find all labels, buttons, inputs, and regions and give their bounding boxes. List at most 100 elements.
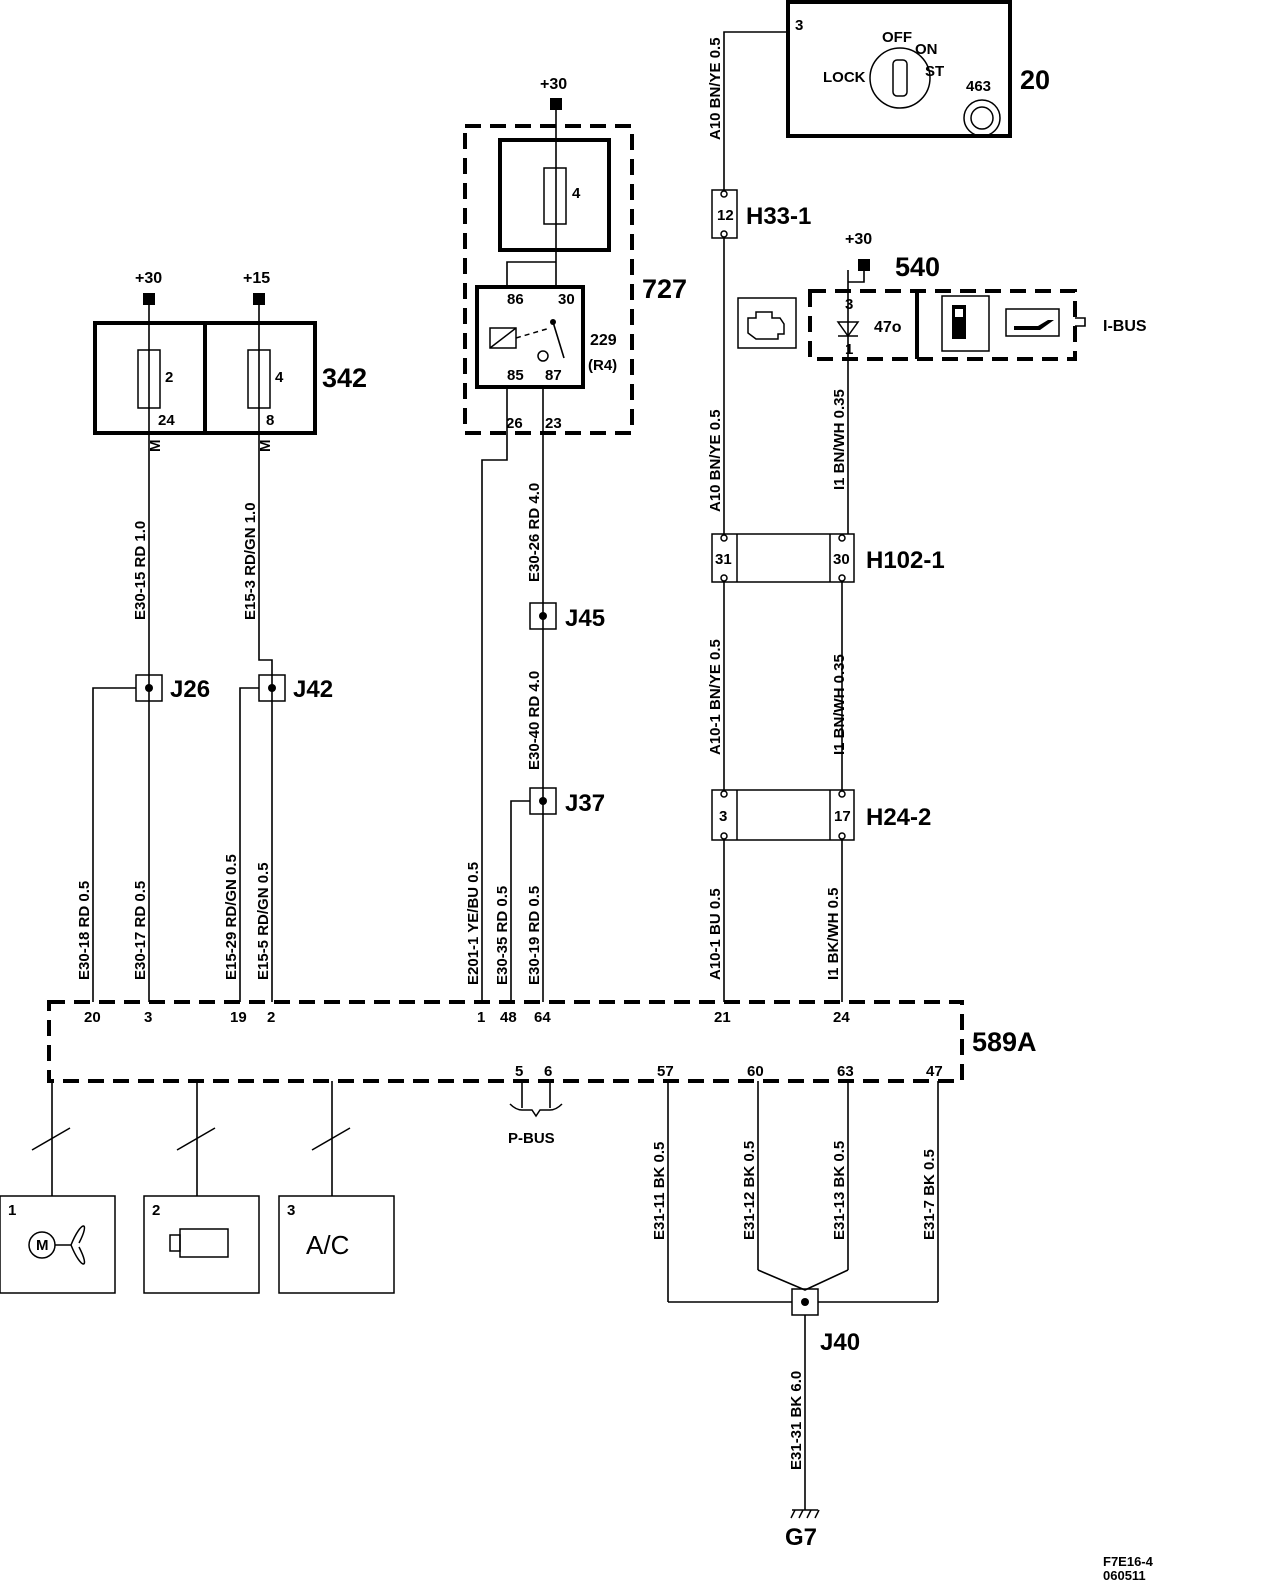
pin-label: 24	[158, 412, 175, 429]
relay-pin: 30	[558, 291, 575, 308]
pin-label: 1	[845, 341, 853, 358]
key-position-off: OFF	[882, 29, 912, 46]
wire-label: E31-13 BK 0.5	[831, 1141, 848, 1240]
supply-label: +30	[135, 270, 162, 287]
ignition-switch-20: 3 OFF ON LOCK ST 463 20	[723, 0, 1050, 190]
device-number: 1	[8, 1202, 16, 1219]
wire-label: E30-17 RD 0.5	[132, 881, 149, 980]
wire-label: E31-12 BK 0.5	[741, 1141, 758, 1240]
figure-date: 060511	[1103, 1568, 1146, 1583]
wire-label: E30-35 RD 0.5	[494, 886, 511, 985]
junction-j42: J42	[258, 674, 333, 703]
device-number: 3	[287, 1202, 295, 1219]
pin-label: 3	[719, 808, 727, 825]
component-589a-label: 589A	[972, 1027, 1037, 1057]
pin-label: 60	[747, 1063, 764, 1080]
actuator-device: 2	[143, 1195, 260, 1294]
pin-label: 48	[500, 1009, 517, 1026]
pin-label: 63	[837, 1063, 854, 1080]
wire-label: E201-1 YE/BU 0.5	[465, 862, 482, 985]
pin-label: 57	[657, 1063, 674, 1080]
pin-label: 3	[795, 17, 803, 34]
device-number: 2	[152, 1202, 160, 1219]
pin-label: 5	[515, 1063, 523, 1080]
relay-pin: 86	[507, 291, 524, 308]
component-20-label: 20	[1020, 65, 1050, 95]
pin-label: 17	[834, 808, 851, 825]
component-463-label: 463	[966, 78, 991, 95]
pin-label: 30	[833, 551, 850, 568]
connector-h33-1: 12 H33-1	[711, 189, 811, 239]
p-bus: P-BUS	[508, 1081, 563, 1147]
component-342-label: 342	[322, 363, 367, 393]
relay-229-sub: (R4)	[588, 357, 617, 374]
supply-terminal-15	[253, 293, 265, 305]
key-position-lock: LOCK	[823, 69, 866, 86]
fan-icon	[55, 1225, 86, 1265]
component-47o-label: 47o	[874, 319, 902, 336]
ground-g7-label: G7	[785, 1524, 817, 1551]
junction-j37-label: J37	[565, 790, 605, 817]
supply-label: +15	[243, 270, 270, 287]
pin-label: 2	[267, 1009, 275, 1026]
motor-label: M	[36, 1237, 49, 1254]
wire-label: E30-40 RD 4.0	[526, 671, 543, 770]
supply-label: +30	[845, 231, 872, 248]
pin-label: 24	[833, 1009, 850, 1026]
fuse-number: 4	[275, 369, 284, 386]
pin-label: M	[147, 440, 164, 453]
key-position-on: ON	[915, 41, 938, 58]
wire-label: A10-1 BU 0.5	[707, 888, 724, 980]
wire-label: I1 BK/WH 0.5	[825, 887, 842, 980]
pin-label: 8	[266, 412, 274, 429]
component-540-label: 540	[895, 252, 940, 282]
wire-label: E15-29 RD/GN 0.5	[223, 854, 240, 980]
wire-label: A10 BN/YE 0.5	[707, 409, 724, 512]
instrument-cluster-540: +30 3 1 47o 540 I-BUS	[737, 231, 1147, 361]
oil-can-icon	[1005, 308, 1060, 337]
supply-terminal-30	[858, 259, 870, 271]
connector-h24-2-label: H24-2	[866, 804, 931, 831]
relay-pin: 87	[545, 367, 562, 384]
blower-motor-device: 1 M	[0, 1195, 116, 1294]
wire-label: E30-19 RD 0.5	[526, 886, 543, 985]
control-unit-589a: 20 3 19 2 1 48 64 21 24 5 6 57 60 63 47 …	[47, 1000, 1037, 1083]
pin-label: 23	[545, 415, 562, 432]
p-bus-label: P-BUS	[508, 1130, 555, 1147]
ac-device: 3 A/C	[278, 1195, 395, 1294]
wire-label: I1 BN/WH 0.35	[831, 389, 848, 490]
pin-label: 31	[715, 551, 732, 568]
fuse-number: 4	[572, 185, 581, 202]
wire-label: E31-31 BK 6.0	[788, 1371, 805, 1470]
junction-j37: J37	[529, 787, 605, 817]
relay-pin: 85	[507, 367, 524, 384]
wire-label: E31-7 BK 0.5	[921, 1149, 938, 1240]
supply-label: +30	[540, 76, 567, 93]
junction-j26-label: J26	[170, 676, 210, 703]
pin-label: 6	[544, 1063, 552, 1080]
pin-label: 19	[230, 1009, 247, 1026]
junction-j40-label: J40	[820, 1329, 860, 1356]
wire-label: A10 BN/YE 0.5	[707, 37, 724, 140]
key-position-st: ST	[925, 63, 944, 80]
wire-label: E31-11 BK 0.5	[651, 1142, 668, 1240]
i-bus-label: I-BUS	[1103, 318, 1147, 335]
supply-terminal-30	[550, 98, 562, 110]
junction-j42-label: J42	[293, 676, 333, 703]
wire-label: I1 BN/WH 0.35	[831, 654, 848, 755]
pin-label: 20	[84, 1009, 101, 1026]
component-727-label: 727	[642, 274, 687, 304]
wire-label: E30-26 RD 4.0	[526, 483, 543, 582]
wire-label: E15-3 RD/GN 1.0	[242, 502, 259, 620]
junction-j45: J45	[529, 602, 605, 632]
connector-h102-1: 31 30 H102-1	[711, 533, 945, 583]
junction-j40: J40	[791, 1288, 860, 1356]
fuse-number: 2	[165, 369, 173, 386]
fuse-box-342: +30 +15 2 4 24 8 M M 342	[93, 270, 367, 453]
relay-box-727: +30 4 86 30 85 87 26 23 229 (R4) 727	[463, 76, 687, 435]
ground-g7: G7	[785, 1509, 820, 1551]
figure-code: F7E16-4	[1103, 1554, 1154, 1569]
pin-label: 21	[714, 1009, 731, 1026]
junction-j45-label: J45	[565, 605, 605, 632]
wire-label: E15-5 RD/GN 0.5	[255, 862, 272, 980]
